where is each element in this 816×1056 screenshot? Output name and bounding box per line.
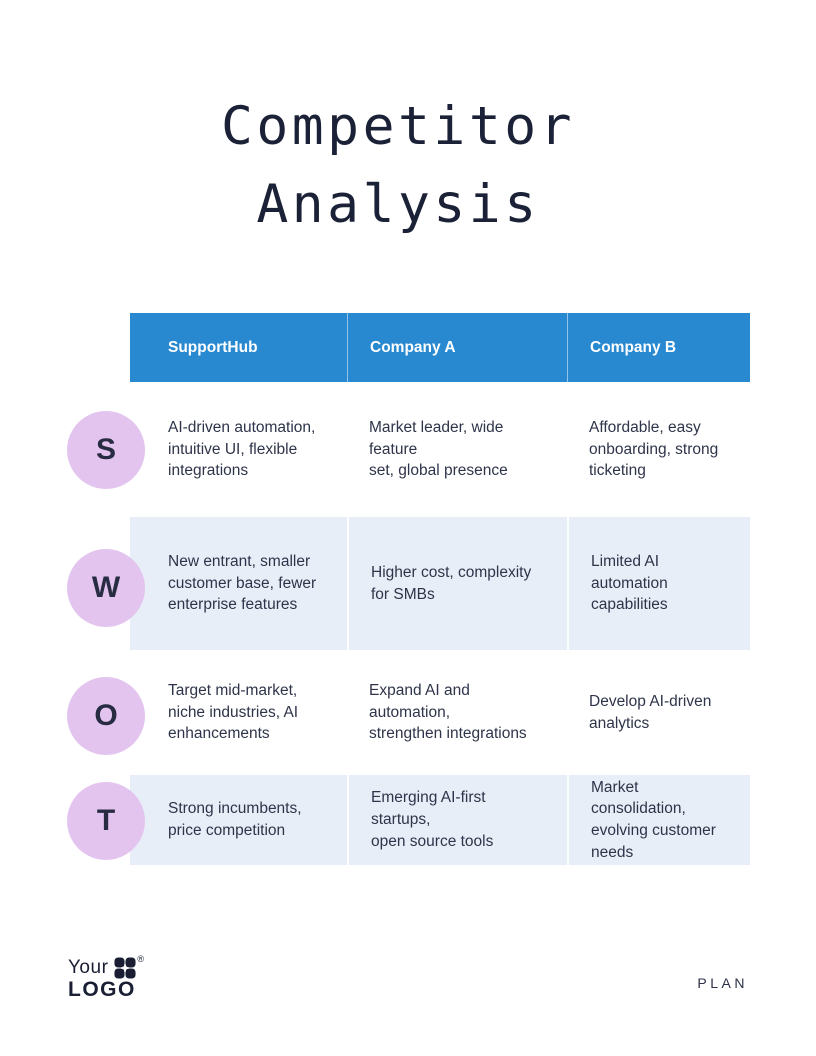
swot-badge-strengths: S — [67, 411, 145, 489]
logo-top-line: Your ® — [68, 954, 145, 980]
table-row-opportunities: Target mid-market, niche industries, AI … — [130, 650, 750, 775]
strengths-supporthub-cell: AI-driven automation, intuitive UI, flex… — [168, 418, 316, 480]
swot-badge-opportunities: O — [67, 677, 145, 755]
threats-company-b-cell: Market consolidation, evolving customer … — [567, 775, 750, 865]
clover-plus-icon — [114, 957, 136, 979]
column-header-company-b: Company B — [567, 313, 750, 382]
strengths-company-a-cell: Market leader, wide feature set, global … — [369, 418, 508, 480]
page-title: Competitor Analysis — [220, 96, 576, 235]
opportunities-company-a-cell: Expand AI and automation, strengthen int… — [369, 681, 527, 743]
logo-text-your: Your — [68, 957, 109, 978]
weaknesses-company-b-cell: Limited AI automation capabilities — [567, 517, 750, 650]
threats-supporthub-cell: Strong incumbents, price competition — [130, 775, 347, 865]
table-row-strengths: AI-driven automation, intuitive UI, flex… — [130, 382, 750, 517]
opportunities-supporthub-cell: Target mid-market, niche industries, AI … — [168, 681, 299, 743]
threats-company-a-cell: Emerging AI-first startups, open source … — [347, 775, 567, 865]
table-row-threats: Strong incumbents, price competition Eme… — [130, 775, 750, 865]
competitor-table: SupportHub Company A Company B AI-driven… — [130, 313, 750, 865]
column-header-supporthub: SupportHub — [168, 338, 258, 356]
opportunities-company-b-cell: Develop AI-driven analytics — [589, 692, 712, 732]
table-row-weaknesses: New entrant, smaller customer base, fewe… — [130, 517, 750, 650]
registered-trademark-symbol: ® — [137, 954, 145, 964]
weaknesses-supporthub-cell: New entrant, smaller customer base, fewe… — [130, 517, 347, 650]
footer-plan-label: PLAN — [697, 975, 748, 991]
swot-badge-weaknesses: W — [67, 549, 145, 627]
strengths-company-b-cell: Affordable, easy onboarding, strong tick… — [589, 418, 719, 480]
column-header-company-a: Company A — [347, 313, 567, 382]
logo-text-logo: LOGO — [68, 978, 136, 1001]
brand-logo: Your ® LOGO — [68, 954, 145, 1001]
table-header-row: SupportHub Company A Company B — [130, 313, 750, 382]
weaknesses-company-a-cell: Higher cost, complexity for SMBs — [347, 517, 567, 650]
swot-badge-threats: T — [67, 782, 145, 860]
